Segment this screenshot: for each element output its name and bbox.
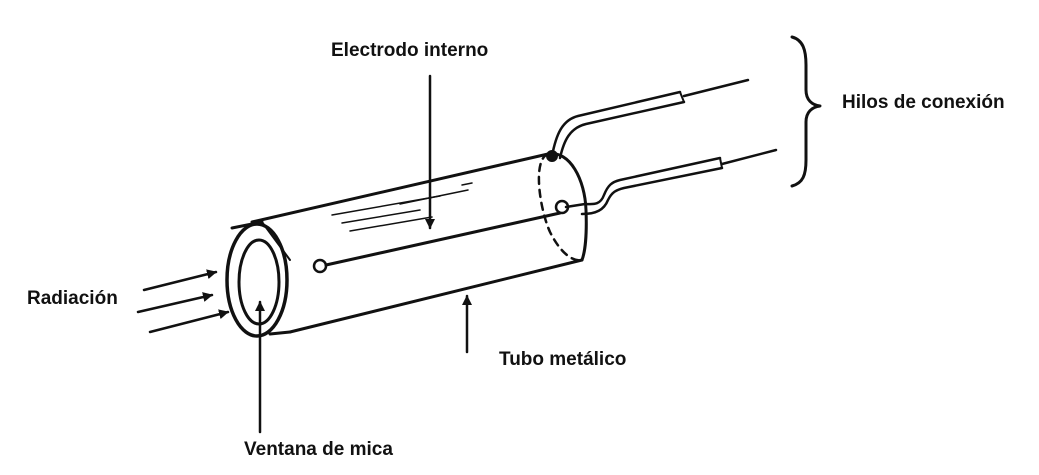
label-hilos-de-conexion: Hilos de conexión	[842, 92, 1005, 113]
label-radiacion: Radiación	[27, 288, 118, 309]
label-ventana-de-mica: Ventana de mica	[244, 439, 393, 460]
connection-wires	[546, 78, 778, 216]
label-tubo-metalico: Tubo metálico	[499, 349, 627, 370]
label-electrodo-interno: Electrodo interno	[331, 40, 489, 61]
wires-brace	[790, 35, 822, 188]
radiation-arrows	[136, 269, 230, 334]
metal-tube	[250, 152, 588, 334]
mica-window	[225, 220, 292, 338]
